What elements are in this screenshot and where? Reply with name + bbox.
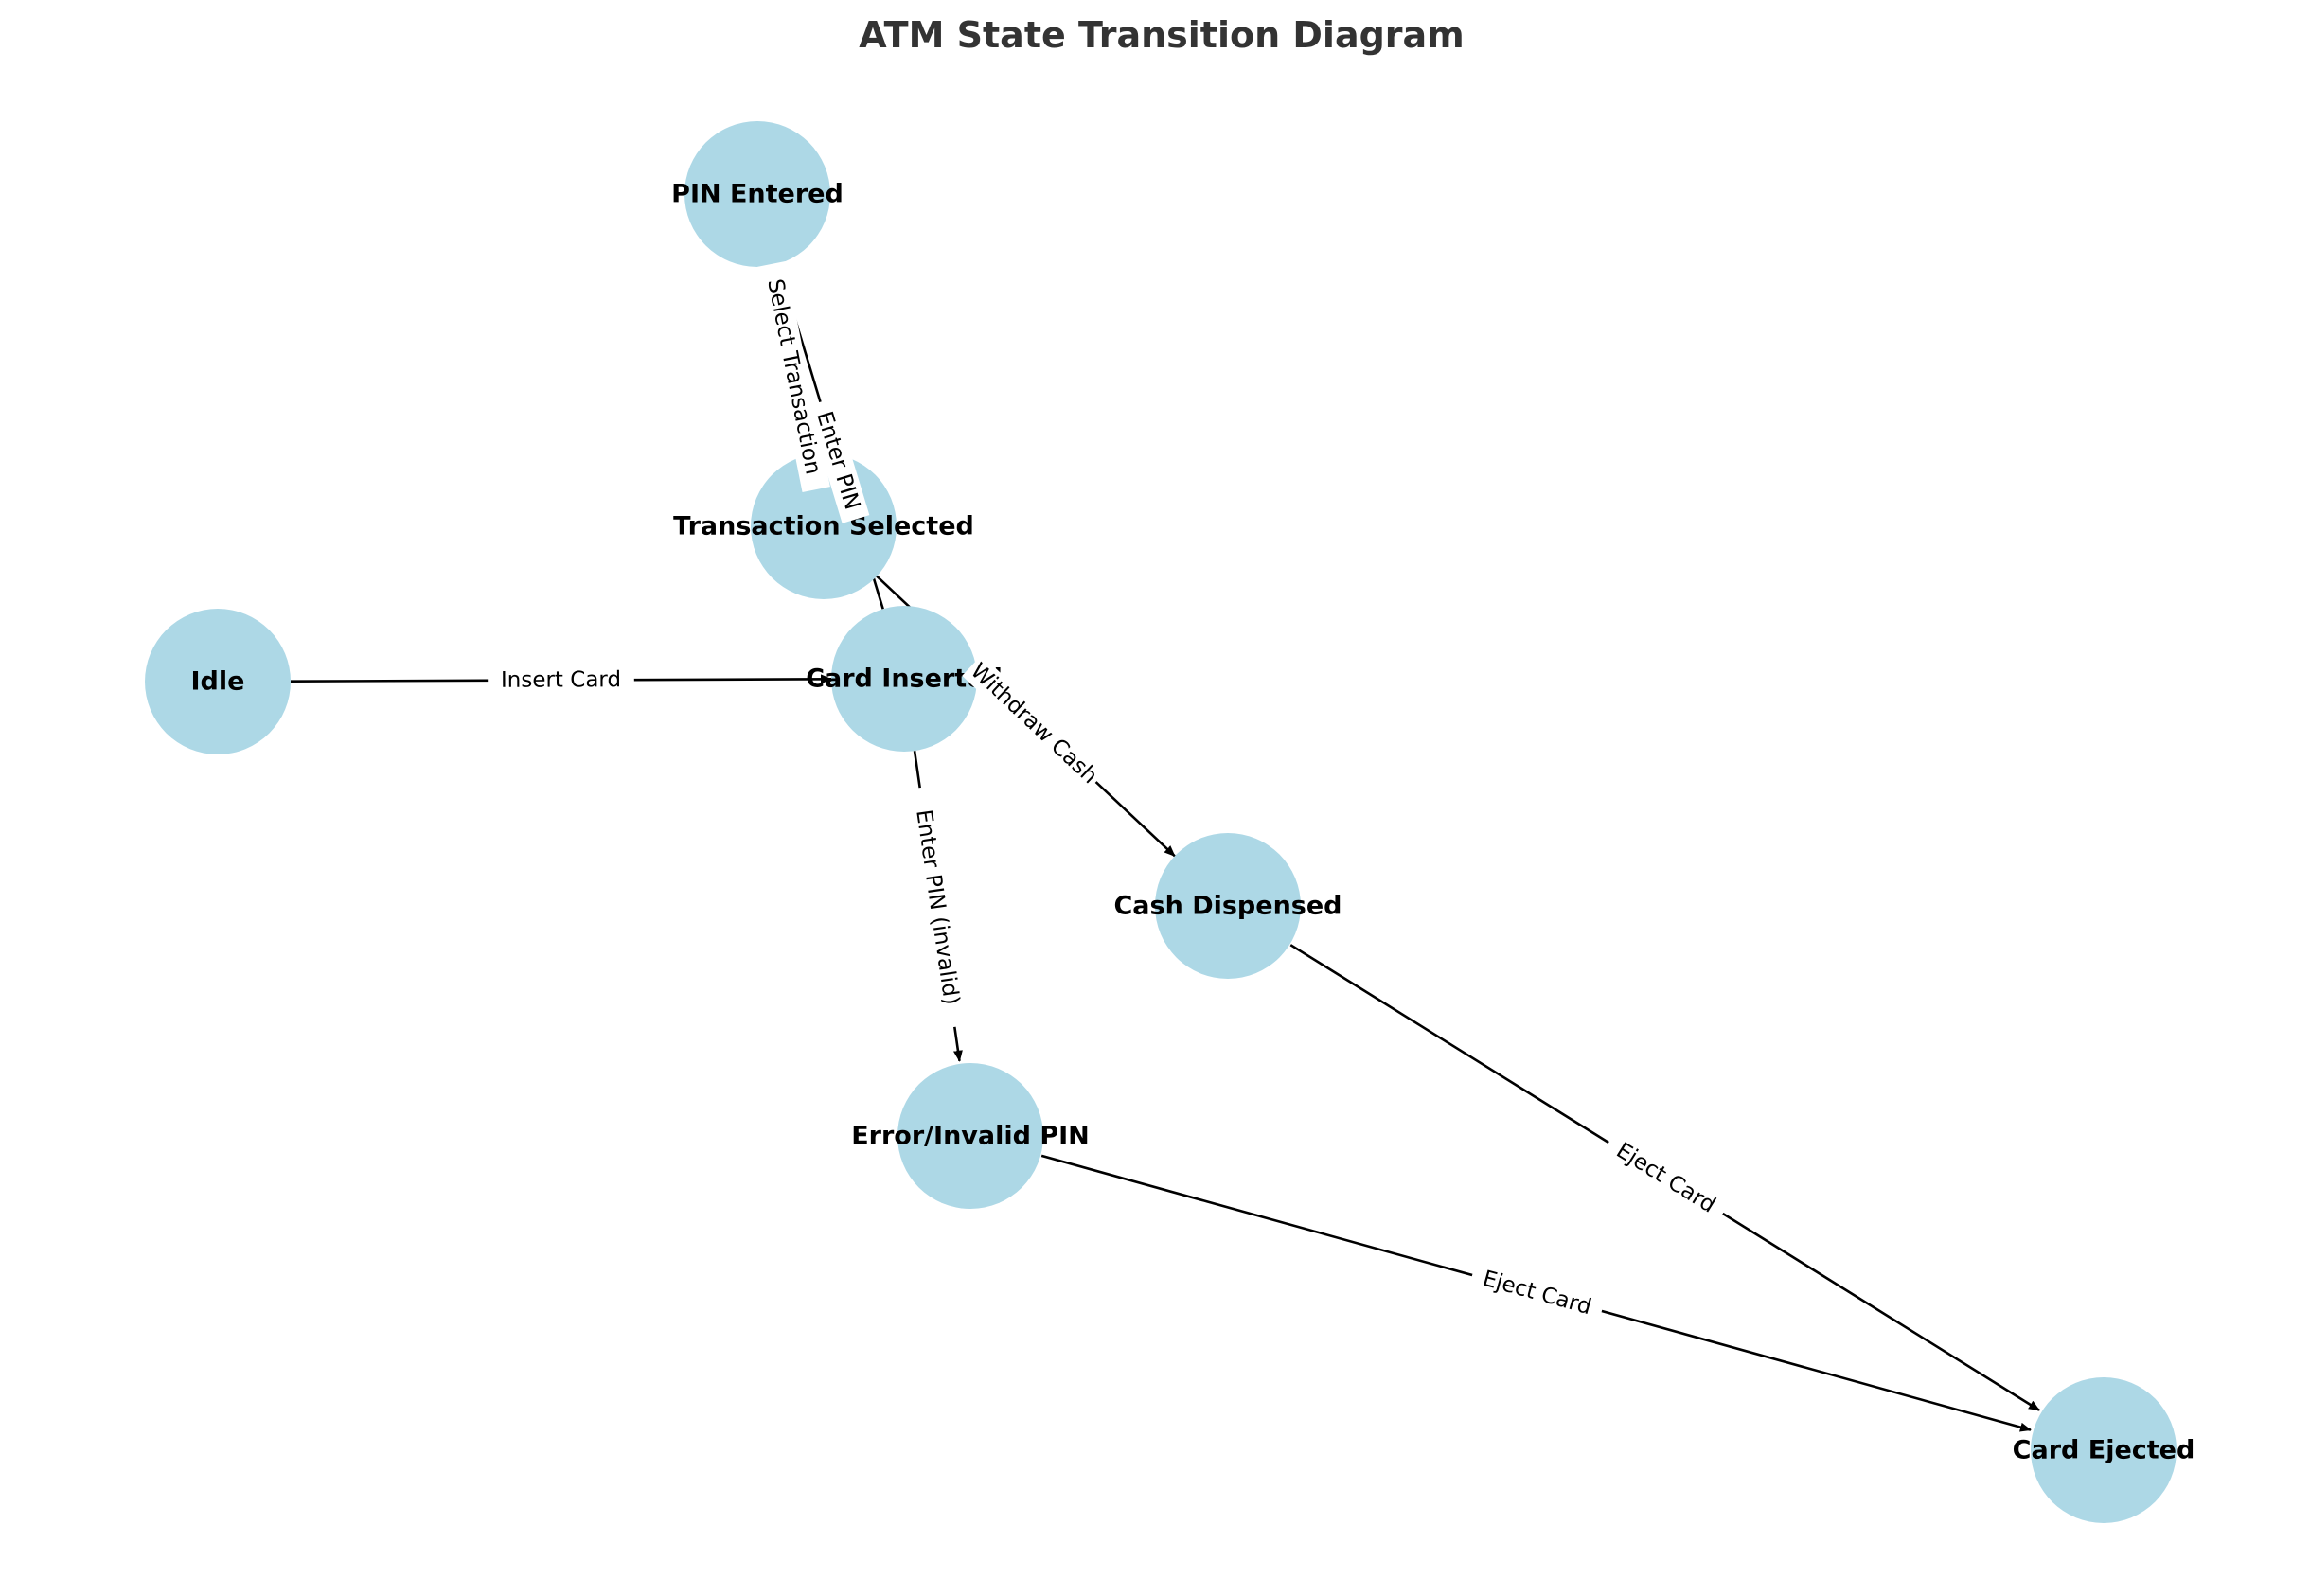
edge-label: Enter PIN (invalid) [911, 808, 964, 1007]
edge-label-group: Eject Card [1468, 1261, 1606, 1325]
state-node-label: Idle [191, 667, 245, 697]
state-node-circle [684, 121, 830, 267]
edge-label-group: Select Transaction [757, 261, 830, 493]
state-node-circle [897, 1063, 1043, 1209]
state-node-error_invalid_pin: Error/Invalid PIN [851, 1063, 1090, 1209]
diagram-title: ATM State Transition Diagram [859, 14, 1465, 56]
state-node-circle [831, 606, 977, 752]
edge-label-background [905, 785, 969, 1030]
edge-label-group: Withdraw Cash [962, 655, 1106, 792]
state-node-card_ejected: Card Ejected [2013, 1377, 2195, 1523]
edge-label: Eject Card [1480, 1267, 1594, 1321]
edge-label: Eject Card [1612, 1138, 1720, 1217]
state-node-idle: Idle [145, 609, 291, 754]
state-node-label: Cash Dispensed [1113, 892, 1342, 921]
edge-label-background [962, 655, 1106, 792]
edge-label-background [757, 261, 830, 493]
edge-label-group: Insert Card [488, 665, 634, 695]
state-node-label: PIN Entered [671, 180, 844, 209]
edge-label-background [488, 665, 634, 695]
state-node-label: Card Ejected [2013, 1436, 2195, 1465]
state-node-pin_entered: PIN Entered [671, 121, 844, 267]
state-node-circle [2031, 1377, 2177, 1523]
edge-label-background [1601, 1130, 1731, 1226]
state-node-cash_dispensed: Cash Dispensed [1113, 833, 1342, 979]
edges-layer [290, 263, 2040, 1432]
edge-label-group: Eject Card [1601, 1130, 1731, 1226]
edge-label-background [1468, 1261, 1606, 1325]
edge-label: Withdraw Cash [966, 659, 1102, 789]
edge-label-background [807, 398, 870, 523]
state-node-circle [145, 609, 291, 754]
edge-label: Insert Card [501, 667, 621, 693]
state-node-label: Error/Invalid PIN [851, 1122, 1090, 1151]
state-node-circle [1155, 833, 1301, 979]
edge-label-group: Enter PIN (invalid) [905, 785, 969, 1030]
state-node-label: Transaction Selected [673, 512, 974, 541]
